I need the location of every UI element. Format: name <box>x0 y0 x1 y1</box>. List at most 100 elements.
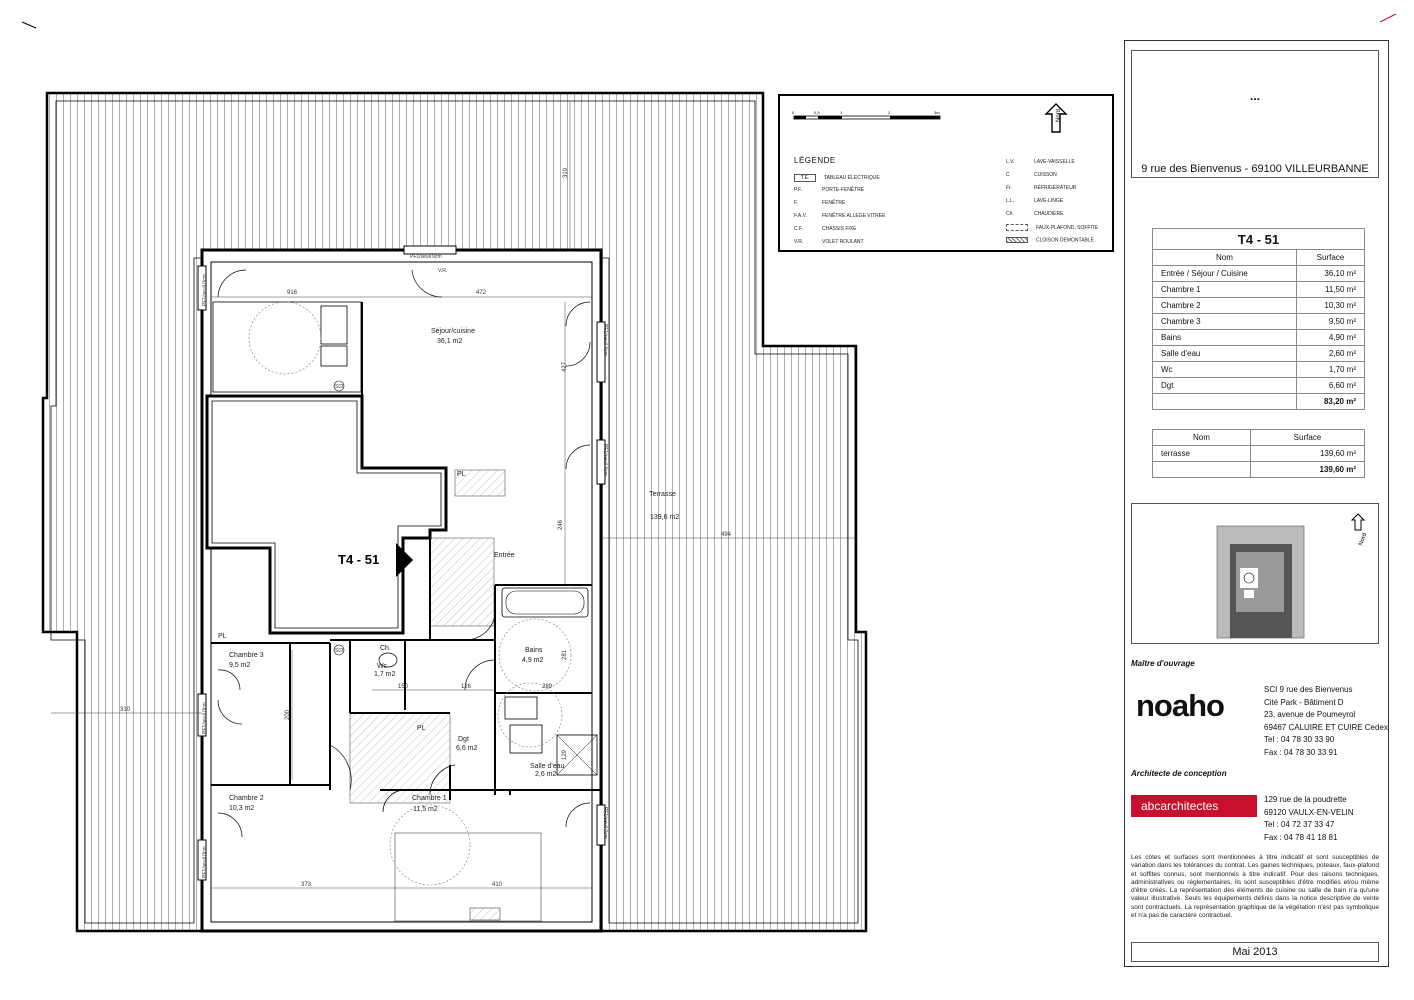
date: Mai 2013 <box>1131 942 1379 962</box>
window-label-right-2: PF1/seuil 0cm <box>602 444 608 476</box>
room-terrasse-area: 139,6 m2 <box>650 514 679 521</box>
window-label-top: PF1/seuil 0cm <box>410 254 442 260</box>
architect-logo: abcarchitectes <box>1131 795 1257 817</box>
dim-246: 246 <box>558 519 564 530</box>
table-total-row: 83,20 m² <box>1152 393 1366 410</box>
col-header-surface: Surface <box>1249 429 1366 446</box>
header-dots: ... <box>1249 89 1260 103</box>
legend-item-ch: Ch.CHAUDIERE <box>1006 211 1064 217</box>
table-title: T4 - 51 <box>1152 228 1365 250</box>
legend-item-cf: C.F.CHASSIS FIXE <box>794 226 857 232</box>
dim-916: 916 <box>287 290 298 296</box>
dim-150: 150 <box>398 684 409 690</box>
legend-item-fav: F.A.V.FENÊTRE ALLEGE VITREE <box>794 213 886 219</box>
dim-410: 410 <box>492 882 503 888</box>
scale-tick-4: 3m <box>934 110 940 115</box>
legend-item-te: T.E.TABLEAU ÉLECTRIQUE <box>794 174 880 182</box>
north-arrow-icon: Nord <box>1044 103 1068 133</box>
window-label-right-3: PF1/seuil 0cm <box>602 807 608 839</box>
room-bains-name: Bains <box>525 647 543 654</box>
room-dgt-area: 6,6 m2 <box>456 745 478 752</box>
dim-281: 281 <box>562 649 568 660</box>
room-salle-eau-name: Salle d'eau <box>530 763 565 770</box>
legend-item-fr: Fr.RÉFRIGÉRATEUR <box>1006 185 1077 191</box>
ch-mark: Ch. <box>380 645 391 652</box>
window-label-left-1: PF1/seuil 0cm <box>202 274 208 306</box>
room-chambre2-name: Chambre 2 <box>229 795 264 802</box>
pl-mark-1: PL <box>218 633 227 640</box>
pl-mark-3: PL <box>417 725 426 732</box>
scale-tick-3: 2 <box>888 110 891 115</box>
room-chambre2-area: 10,3 m2 <box>229 805 254 812</box>
pl-mark-2: PL <box>457 471 466 478</box>
legend-item-ll: L.L.LAVE-LINGE <box>1006 198 1064 204</box>
col-header-surface: Surface <box>1295 249 1366 266</box>
thumb-north-label: Nord <box>1358 532 1368 546</box>
room-wc-area: 1,7 m2 <box>374 671 396 678</box>
scale-bar: 0 0,5 1 2 3m <box>792 110 941 120</box>
scale-tick-1: 0,5 <box>814 110 820 115</box>
disclaimer: Les côtes et surfaces sont mentionnées à… <box>1131 854 1379 920</box>
location-thumbnail: Nord <box>1131 503 1379 644</box>
room-salle-eau-area: 2,6 m2 <box>535 771 557 778</box>
col-header-name: Nom <box>1152 249 1297 266</box>
owner-heading: Maître d'ouvrage <box>1131 659 1195 668</box>
window-label-left-3: PF1/seuil 0cm <box>202 846 208 878</box>
dim-126: 126 <box>461 684 472 690</box>
window-label-right-1: PF1/seuil 0cm <box>602 324 608 356</box>
dim-289: 289 <box>542 684 553 690</box>
vr-label: V.R. <box>438 268 447 274</box>
owner-logo: noaho <box>1136 688 1225 723</box>
scale-tick-2: 1 <box>840 110 843 115</box>
dim-310-top: 310 <box>563 167 569 178</box>
address-box: ... 9 rue des Bienvenus - 69100 VILLEURB… <box>1131 50 1379 178</box>
legend-item-vr: V.R.VOLET ROULANT <box>794 239 864 245</box>
room-dgt-name: Dgt <box>458 736 469 743</box>
north-label: Nord <box>1056 109 1062 122</box>
room-bains-area: 4,9 m2 <box>522 657 544 664</box>
legend: 0 0,5 1 2 3m Nord LÉGENDE T.E.TABLEAU ÉL… <box>778 94 1114 252</box>
room-sejour-name: Séjour/cuisine <box>431 328 475 335</box>
legend-item-lv: L.V.LAVE-VAISSELLE <box>1006 159 1075 165</box>
architect-heading: Architecte de conception <box>1131 769 1227 778</box>
dim-472: 472 <box>476 290 487 296</box>
dim-427: 427 <box>562 361 568 372</box>
dim-129: 129 <box>562 749 568 760</box>
room-wc-name: Wc <box>377 663 388 670</box>
legend-item-f: F.FENÊTRE <box>794 200 846 206</box>
total-apartment: 83,20 m² <box>1295 393 1366 410</box>
address: 9 rue des Bienvenus - 69100 VILLEURBANNE <box>1141 163 1369 175</box>
legend-item-cloison: CLOISON DEMONTABLE <box>1006 237 1094 243</box>
dim-310-left: 310 <box>120 707 131 713</box>
room-chambre3-name: Chambre 3 <box>229 652 264 659</box>
room-chambre1-area: 11,5 m2 <box>413 806 438 813</box>
room-sejour-area: 36,1 m2 <box>437 338 462 345</box>
room-terrasse-name: Terrasse <box>649 491 676 498</box>
owner-contact: SCI 9 rue des Bienvenus Cité Park - Bâti… <box>1264 685 1388 757</box>
total-terrace: 139,60 m² <box>1249 461 1366 478</box>
legend-item-faux-plafond: FAUX-PLAFOND, SOFFITE <box>1006 224 1098 231</box>
table-total-row: 139,60 m² <box>1152 461 1366 478</box>
legend-item-pf: P.F.PORTE-FENÊTRE <box>794 187 865 193</box>
legend-title: LÉGENDE <box>794 156 836 165</box>
title-block <box>1124 40 1389 967</box>
north-arrow-icon <box>1350 513 1366 531</box>
sci-mark-1: SCI <box>335 648 343 654</box>
dim-494: 494 <box>721 532 732 538</box>
scale-tick-0: 0 <box>792 110 795 115</box>
room-chambre3-area: 9,5 m2 <box>229 662 251 669</box>
col-header-name: Nom <box>1152 429 1251 446</box>
sci-mark-2: SCI <box>335 384 343 390</box>
